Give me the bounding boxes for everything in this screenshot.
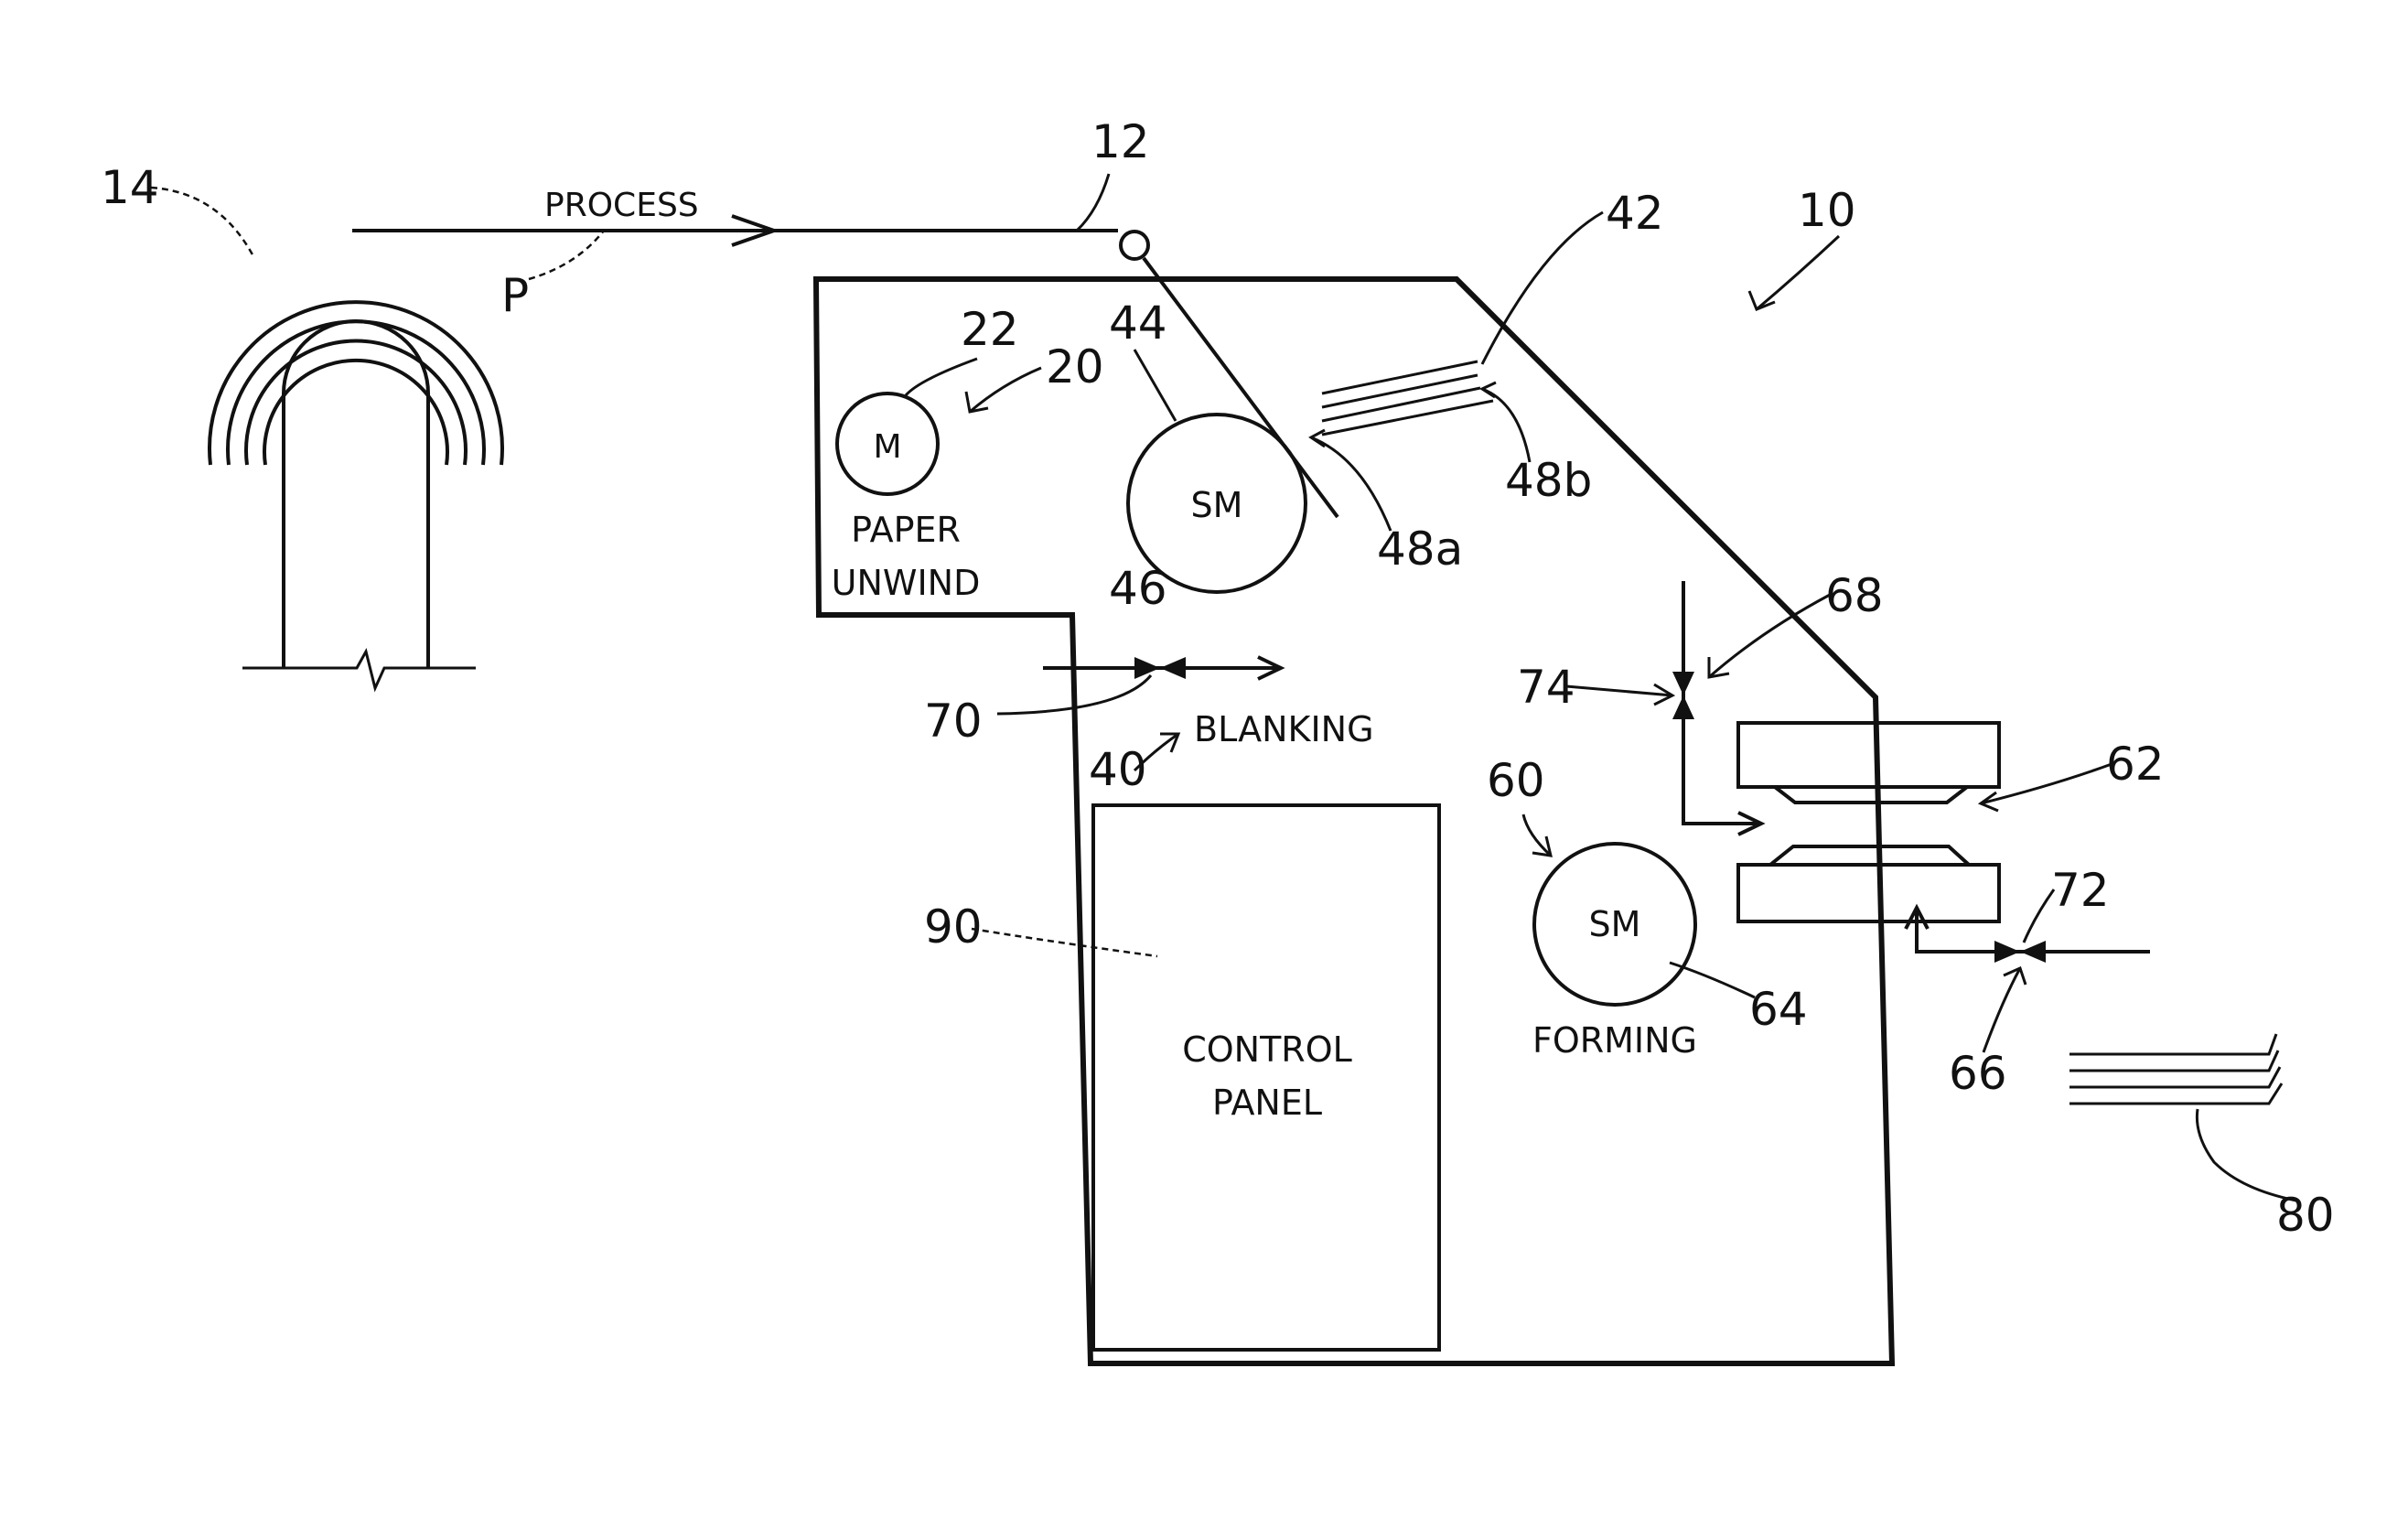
- ref-90: 90: [924, 900, 983, 954]
- paper-label: PAPER: [851, 510, 961, 550]
- ref-14: 14: [101, 161, 159, 214]
- control-panel: [1093, 805, 1439, 1350]
- ref-12: 12: [1091, 115, 1150, 168]
- panel-label: PANEL: [1212, 1083, 1322, 1123]
- blanking-label: BLANKING: [1194, 709, 1374, 749]
- ref-42: 42: [1606, 187, 1664, 240]
- ref-72: 72: [2051, 864, 2110, 917]
- ref-64: 64: [1749, 983, 1808, 1036]
- forming-label: FORMING: [1532, 1020, 1697, 1061]
- ref-48b: 48b: [1505, 454, 1592, 507]
- ref-46: 46: [1109, 562, 1167, 615]
- ref-44: 44: [1109, 296, 1167, 350]
- ref-10: 10: [1798, 184, 1856, 237]
- ref-20: 20: [1046, 340, 1104, 393]
- blank-stack: [1322, 361, 1493, 435]
- ref-40: 40: [1089, 743, 1147, 796]
- ref-68: 68: [1825, 569, 1884, 622]
- unwind-label: UNWIND: [832, 563, 981, 603]
- control-label: CONTROL: [1182, 1029, 1352, 1070]
- ref-70: 70: [924, 695, 983, 748]
- ref-62: 62: [2106, 738, 2165, 791]
- ref-p: P: [501, 269, 529, 322]
- motor-label: M: [873, 428, 901, 466]
- servo-forming-label: SM: [1589, 904, 1641, 944]
- ref-22: 22: [961, 303, 1019, 356]
- paper-roll: [210, 302, 502, 688]
- process-label: PROCESS: [544, 187, 699, 224]
- servo-unwind-label: SM: [1191, 485, 1243, 525]
- blanking-actuator: [1043, 657, 1281, 679]
- product-stack: [2069, 1034, 2282, 1104]
- ref-60: 60: [1487, 754, 1545, 807]
- ref-66: 66: [1949, 1047, 2007, 1100]
- forming-die: [1738, 723, 1999, 921]
- upper-die-actuator: [1672, 581, 1761, 835]
- machine-housing: [816, 279, 1892, 1363]
